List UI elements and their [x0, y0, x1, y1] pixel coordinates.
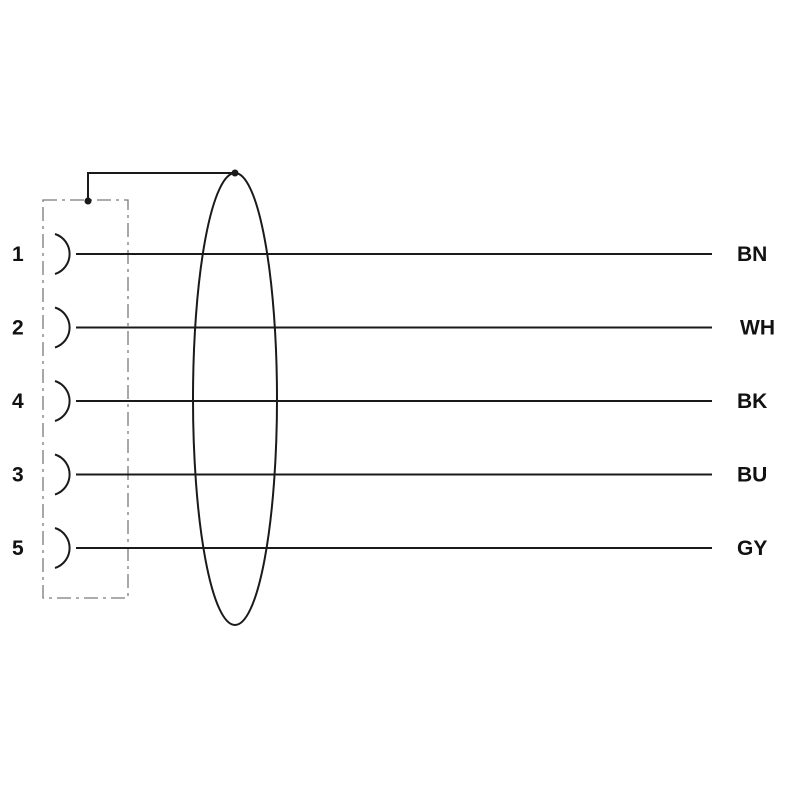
socket-contact-symbol [54, 527, 71, 569]
socket-contact-symbol [54, 306, 71, 349]
drain-shield-junction-dot [231, 169, 239, 177]
pin-row-3: 3 BU [12, 453, 767, 496]
pin-number-label: 3 [12, 464, 24, 487]
pin-row-2: 2 WH [12, 306, 775, 349]
connector-housing-outline [42, 199, 129, 599]
wire-color-label: BN [737, 243, 767, 266]
pin-row-4: 4 BK [12, 380, 767, 422]
wire-color-label: BU [737, 464, 767, 487]
pin-rows: 1 BN 2 WH 4 BK 3 BU 5 GY [12, 233, 775, 569]
cable-shield-ellipse [192, 172, 278, 626]
wire-color-label: WH [740, 317, 775, 340]
wire-color-label: BK [737, 390, 767, 413]
pin-row-1: 1 BN [12, 233, 767, 275]
pin-number-label: 5 [12, 537, 24, 560]
shield-drain-wire [87, 172, 235, 201]
wire-color-label: GY [737, 537, 767, 560]
pin-row-5: 5 GY [12, 527, 767, 569]
pin-number-label: 2 [12, 317, 24, 340]
socket-contact-symbol [54, 233, 71, 275]
pin-number-label: 4 [12, 390, 24, 413]
pin-number-label: 1 [12, 243, 24, 266]
socket-contact-symbol [54, 453, 71, 496]
drain-housing-junction-dot [84, 197, 92, 205]
socket-contact-symbol [54, 380, 71, 422]
